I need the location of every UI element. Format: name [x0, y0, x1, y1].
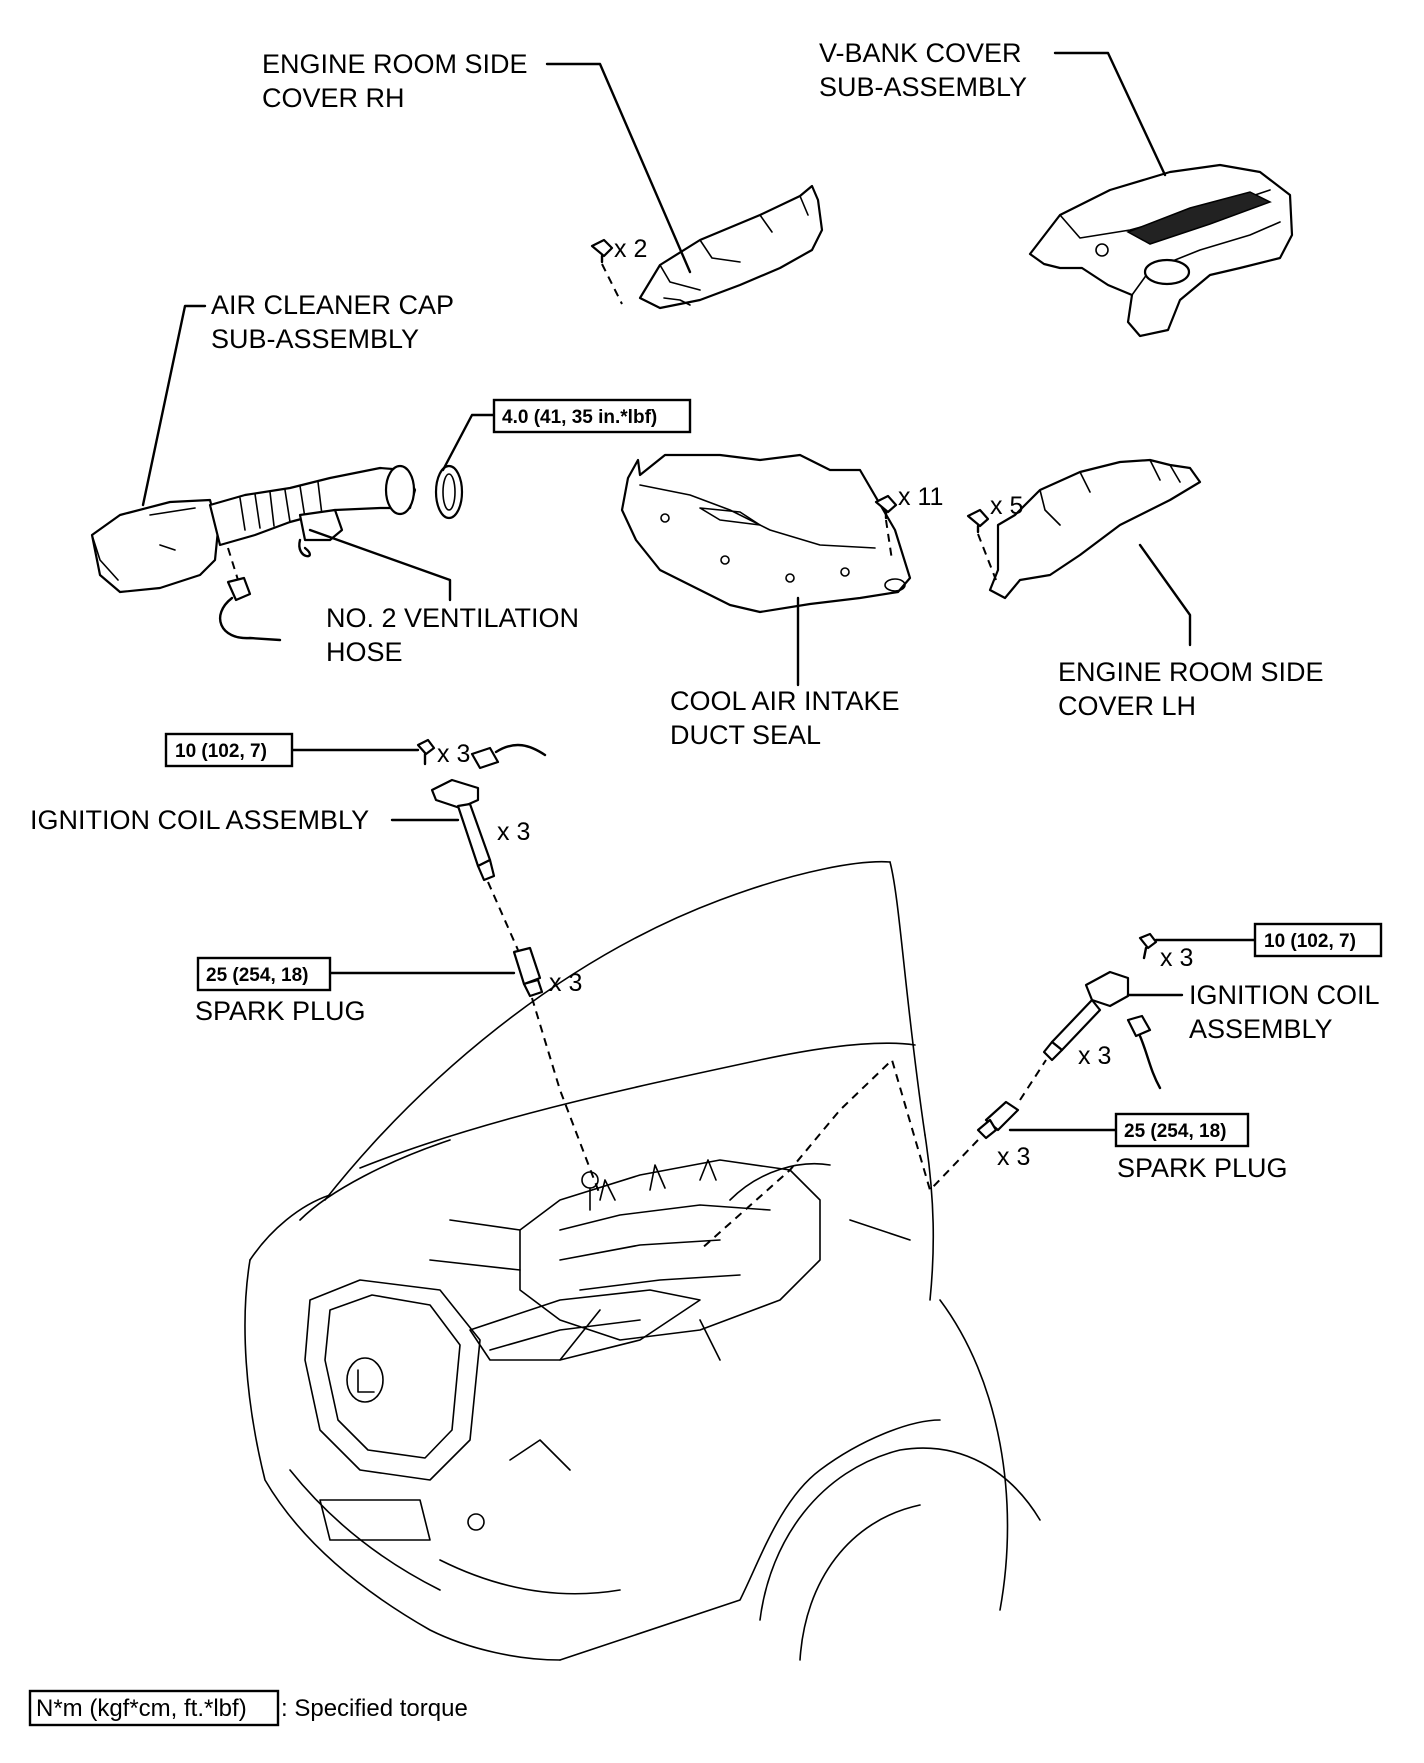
lh-cover-clip-qty: x 5	[990, 492, 1023, 520]
right-coil-bolt-icon	[1138, 932, 1158, 960]
duct-seal-clip-qty: x 11	[898, 483, 943, 511]
torque-box-right-spark-plug	[1114, 1112, 1250, 1148]
left-ignition-coil-icon	[430, 743, 547, 882]
legend-specified-torque: : Specified torque	[281, 1695, 468, 1722]
label-no2-ventilation-hose-line2: HOSE	[326, 637, 403, 667]
label-engine-room-side-cover-rh: ENGINE ROOM SIDE COVER RH	[262, 49, 535, 113]
label-engine-room-side-cover-rh-line2: COVER RH	[262, 83, 405, 113]
cool-air-intake-duct-seal	[620, 453, 912, 614]
engine-room-side-cover-lh	[988, 458, 1202, 600]
label-no2-ventilation-hose: NO. 2 VENTILATION HOSE	[326, 603, 587, 667]
label-left-ignition-coil: IGNITION COIL ASSEMBLY	[30, 805, 369, 835]
label-right-ignition-coil-line2: ASSEMBLY	[1189, 1014, 1333, 1044]
left-plug-qty: x 3	[549, 969, 582, 997]
label-right-ignition-coil: IGNITION COIL ASSEMBLY	[1189, 980, 1386, 1044]
left-coil-bolt-icon	[416, 738, 436, 766]
torque-air-cleaner-clamp: 4.0 (41, 35 in.*lbf)	[502, 407, 657, 428]
legend-torque-unit: N*m (kgf*cm, ft.*lbf)	[36, 1695, 247, 1722]
lh-cover-clip-icon	[966, 508, 990, 534]
label-air-cleaner-cap-line2: SUB-ASSEMBLY	[211, 324, 419, 354]
right-ignition-coil-icon	[1042, 970, 1162, 1090]
left-coil-bolt-qty: x 3	[437, 740, 470, 768]
vehicle-front-outline	[244, 860, 1041, 1661]
rh-cover-clip-icon	[590, 238, 614, 264]
label-engine-room-side-cover-lh: ENGINE ROOM SIDE COVER LH	[1058, 657, 1331, 721]
label-air-cleaner-cap: AIR CLEANER CAP SUB-ASSEMBLY	[211, 290, 461, 354]
torque-left-coil-bolt: 10 (102, 7)	[175, 741, 267, 762]
label-v-bank-cover-line2: SUB-ASSEMBLY	[819, 72, 1027, 102]
v-bank-cover-sub-assembly	[1028, 163, 1294, 338]
label-cool-air-intake-duct-seal-line2: DUCT SEAL	[670, 720, 821, 750]
label-engine-room-side-cover-lh-line2: COVER LH	[1058, 691, 1196, 721]
torque-right-coil-bolt: 10 (102, 7)	[1264, 931, 1356, 952]
right-spark-plug-icon	[976, 1100, 1020, 1140]
label-right-spark-plug: SPARK PLUG	[1117, 1153, 1288, 1183]
label-no2-ventilation-hose-line1: NO. 2 VENTILATION	[326, 603, 579, 633]
torque-box-right-coil-bolt	[1253, 922, 1383, 958]
intake-sensor-connector-icon	[218, 576, 282, 642]
label-cool-air-intake-duct-seal-line1: COOL AIR INTAKE	[670, 686, 900, 716]
torque-box-air-cleaner-clamp	[492, 398, 692, 434]
torque-left-spark-plug: 25 (254, 18)	[206, 965, 308, 986]
label-cool-air-intake-duct-seal: COOL AIR INTAKE DUCT SEAL	[670, 686, 907, 750]
air-cleaner-hose-clamp-icon	[434, 464, 464, 520]
label-v-bank-cover-line1: V-BANK COVER	[819, 38, 1022, 68]
right-coil-bolt-qty: x 3	[1160, 944, 1193, 972]
label-v-bank-cover: V-BANK COVER SUB-ASSEMBLY	[819, 38, 1029, 102]
legend-torque-unit-box	[28, 1689, 280, 1727]
right-coil-qty: x 3	[1078, 1042, 1111, 1070]
torque-box-left-spark-plug	[196, 956, 332, 992]
label-right-ignition-coil-line1: IGNITION COIL	[1189, 980, 1380, 1010]
right-plug-qty: x 3	[997, 1143, 1030, 1171]
torque-right-spark-plug: 25 (254, 18)	[1124, 1121, 1226, 1142]
rh-cover-clip-qty: x 2	[614, 235, 647, 263]
label-engine-room-side-cover-lh-line1: ENGINE ROOM SIDE	[1058, 657, 1324, 687]
air-cleaner-cap-sub-assembly	[90, 464, 417, 594]
engine-room-side-cover-rh	[638, 184, 824, 310]
label-left-spark-plug: SPARK PLUG	[195, 996, 366, 1026]
label-engine-room-side-cover-rh-line1: ENGINE ROOM SIDE	[262, 49, 528, 79]
left-spark-plug-icon	[512, 946, 544, 998]
torque-box-left-coil-bolt	[164, 732, 294, 768]
duct-seal-clip-icon	[874, 494, 898, 520]
left-coil-qty: x 3	[497, 818, 530, 846]
label-air-cleaner-cap-line1: AIR CLEANER CAP	[211, 290, 454, 320]
